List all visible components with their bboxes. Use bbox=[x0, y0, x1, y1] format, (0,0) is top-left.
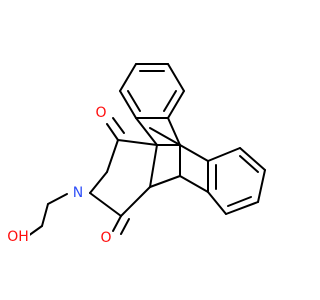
nitrogen-atom: N bbox=[70, 185, 86, 201]
bond bbox=[207, 147, 241, 162]
bond bbox=[257, 169, 266, 203]
upper-benzene-ring bbox=[119, 63, 185, 119]
aromatic-inner-bond bbox=[163, 90, 177, 112]
bond bbox=[149, 144, 158, 188]
aromatic-inner-bond bbox=[239, 155, 259, 173]
bond bbox=[112, 215, 122, 232]
bond bbox=[89, 171, 108, 194]
bond bbox=[167, 63, 185, 92]
bond bbox=[89, 192, 122, 217]
bond bbox=[167, 117, 181, 146]
aromatic-inner-bond bbox=[227, 196, 252, 207]
bond bbox=[179, 144, 209, 162]
oxygen-top-atom: O bbox=[93, 105, 109, 121]
hydroxyl-label: OH bbox=[7, 229, 29, 245]
aromatic-inner-bond bbox=[127, 90, 141, 112]
bonds bbox=[27, 63, 266, 237]
nitrogen-label: N bbox=[73, 185, 83, 201]
bond bbox=[239, 147, 266, 171]
bond bbox=[117, 139, 158, 146]
bond bbox=[120, 218, 130, 235]
bond bbox=[41, 203, 49, 227]
bond bbox=[112, 117, 125, 134]
bond bbox=[149, 127, 181, 146]
bond bbox=[47, 193, 68, 205]
bond bbox=[135, 117, 158, 146]
molecule-structure: O N O OH bbox=[6, 63, 266, 246]
bond bbox=[120, 186, 151, 217]
oxygen-bottom-atom: O bbox=[98, 230, 114, 246]
bond bbox=[149, 175, 181, 188]
lower-benzene-ring bbox=[207, 147, 266, 215]
bond bbox=[106, 123, 119, 141]
bond bbox=[179, 175, 209, 193]
hydroxyethyl-chain bbox=[27, 193, 68, 237]
bond bbox=[119, 90, 137, 119]
hydroxyl-group: OH bbox=[6, 228, 30, 246]
atom-labels: O N O OH bbox=[6, 105, 114, 246]
bond bbox=[207, 191, 227, 215]
bond bbox=[27, 225, 43, 237]
bond bbox=[106, 139, 119, 173]
bond bbox=[119, 63, 137, 92]
oxygen-bottom-label: O bbox=[100, 230, 111, 246]
oxygen-top-label: O bbox=[95, 105, 106, 121]
bond bbox=[225, 201, 259, 215]
succinimide-ring bbox=[89, 117, 158, 235]
bond bbox=[167, 90, 185, 119]
